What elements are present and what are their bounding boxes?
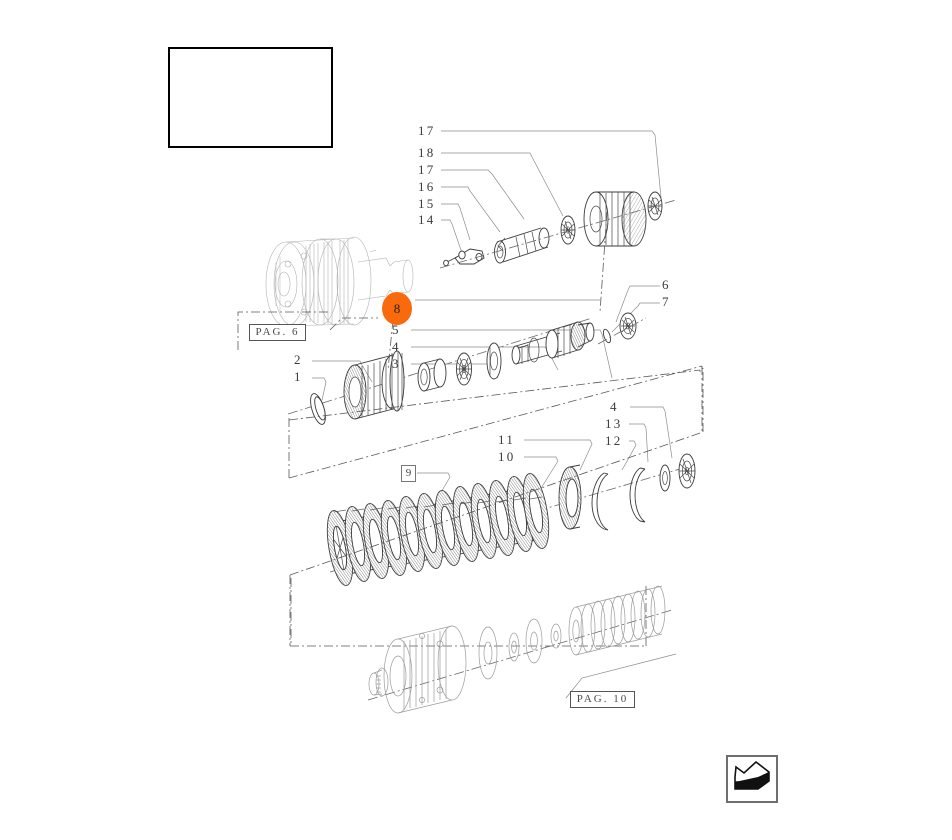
callout-13[interactable]: 13 [605, 416, 623, 431]
reference-pag-10[interactable]: PAG. 10 [570, 691, 635, 708]
callout-11[interactable]: 11 [498, 432, 516, 447]
part-bearing-small-a [560, 215, 576, 245]
group-boundary-2 [290, 578, 292, 646]
part-sleeve [494, 227, 550, 264]
callout-15[interactable]: 15 [418, 196, 436, 211]
callout-18[interactable]: 18 [418, 145, 436, 160]
part-9-clutch-pack [322, 471, 554, 588]
assembly-bottom [367, 585, 677, 714]
viewpoint-icon-glyph [728, 757, 776, 801]
callout-1[interactable]: 1 [294, 369, 303, 384]
subassembly-upper-right [439, 130, 677, 269]
callout-4-b[interactable]: 4 [610, 399, 619, 414]
part-3-bush [417, 358, 447, 392]
part-10-pressure-plate [558, 464, 582, 530]
part-11-snap-ring [591, 472, 609, 531]
callout-6-right[interactable]: 6 [662, 277, 671, 292]
callout-7-right[interactable]: 7 [662, 294, 671, 309]
callout-2[interactable]: 2 [294, 352, 303, 367]
part-bearing-6 [619, 312, 637, 340]
highlighted-part-badge[interactable]: 8 [382, 292, 412, 325]
callout-17-b[interactable]: 17 [418, 162, 436, 177]
part-13-washer [659, 464, 671, 492]
part-ring-7 [602, 328, 612, 344]
clutch-pack-row [322, 406, 696, 588]
callout-3[interactable]: 3 [392, 356, 401, 371]
callout-12[interactable]: 12 [605, 433, 623, 448]
callout-14[interactable]: 14 [418, 212, 436, 227]
reference-pag-6[interactable]: PAG. 6 [249, 324, 306, 341]
part-8-output-shaft [511, 321, 595, 365]
part-gear-large [583, 191, 647, 247]
part-2-hub [343, 350, 405, 420]
part-lever [443, 248, 485, 267]
part-12-retaining-ring [629, 467, 646, 523]
part-5-washer [486, 342, 502, 380]
viewpoint-icon[interactable] [726, 755, 778, 803]
part-number-9-box[interactable]: 9 [401, 465, 416, 482]
part-1-ring [310, 393, 326, 425]
part-4-bearing-right [678, 453, 696, 489]
callout-5[interactable]: 5 [392, 322, 401, 337]
subassembly-right-small [597, 211, 660, 345]
callout-4-a[interactable]: 4 [392, 339, 401, 354]
main-shaft-row [237, 299, 613, 425]
transmission-section-thumbnail [168, 47, 333, 148]
callout-16[interactable]: 16 [418, 179, 436, 194]
part-4-bearing [456, 352, 472, 386]
callout-10[interactable]: 10 [498, 449, 516, 464]
callout-17-a[interactable]: 17 [418, 123, 436, 138]
